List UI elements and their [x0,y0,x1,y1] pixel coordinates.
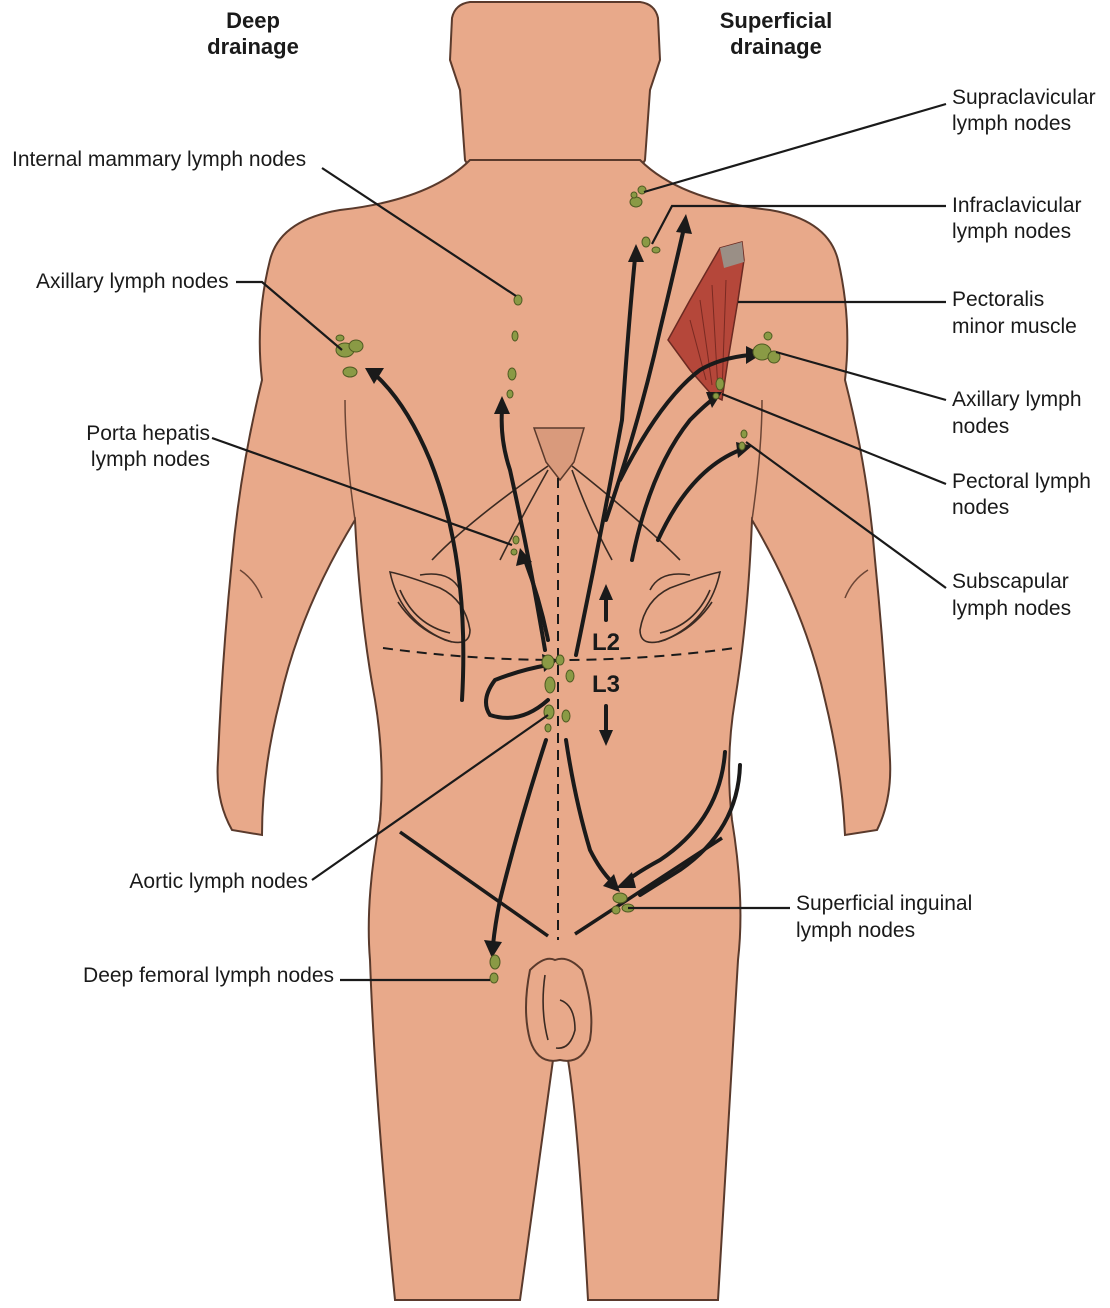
label-supraclavicular-line2: lymph nodes [952,112,1071,135]
deep-header-line1: Deep [226,8,280,33]
label-subscapular-line2: lymph nodes [952,597,1071,620]
genitals [526,959,591,1061]
level-l3: L3 [592,671,620,698]
deep-header-line2: drainage [207,34,299,59]
label-axillary-left: Axillary lymph nodes [36,270,229,293]
label-axillary-right-line1: Axillary lymph [952,388,1082,411]
label-infraclavicular-line2: lymph nodes [952,220,1071,243]
label-porta-hepatis-line2: lymph nodes [91,448,210,471]
label-aortic: Aortic lymph nodes [129,870,308,893]
label-pectoral-line2: nodes [952,496,1009,519]
label-pectoralis-minor-line1: Pectoralis [952,288,1044,311]
superficial-header-line1: Superficial [720,8,832,33]
label-porta-hepatis-line1: Porta hepatis [86,422,210,445]
label-infraclavicular-line1: Infraclavicular [952,194,1082,217]
label-axillary-right-line2: nodes [952,415,1009,438]
label-pectoralis-minor-line2: minor muscle [952,315,1077,338]
label-subscapular-line1: Subscapular [952,570,1069,593]
label-deep-femoral: Deep femoral lymph nodes [83,964,334,987]
label-superficial-inguinal-line2: lymph nodes [796,919,915,942]
level-l2: L2 [592,629,620,656]
label-internal-mammary: Internal mammary lymph nodes [12,148,306,171]
label-pectoral-line1: Pectoral lymph [952,470,1091,493]
body-figure [218,2,891,1300]
superficial-header-line2: drainage [730,34,822,59]
label-supraclavicular-line1: Supraclavicular [952,86,1096,109]
label-superficial-inguinal-line1: Superficial inguinal [796,892,972,915]
